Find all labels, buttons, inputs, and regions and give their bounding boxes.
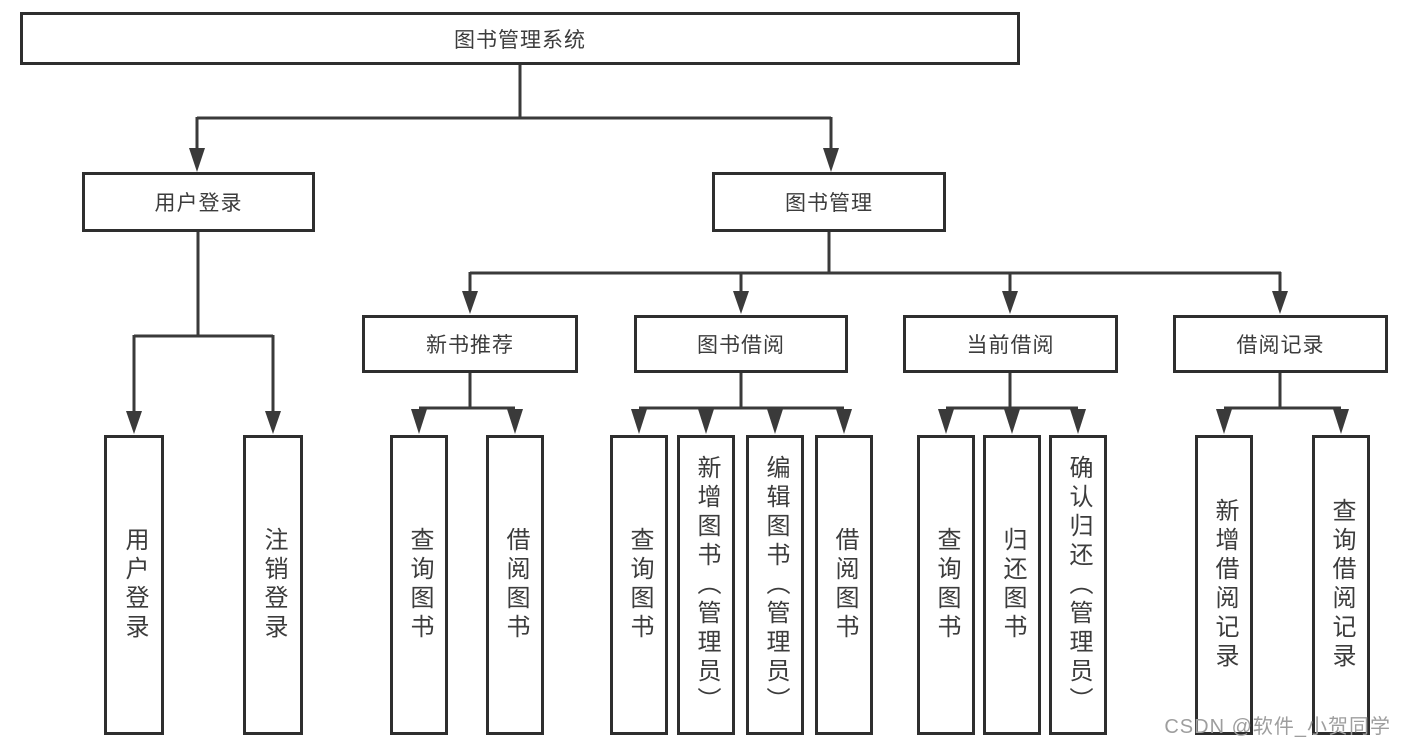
node-label: 当前借阅 xyxy=(966,334,1055,357)
connector-book-borrow-leaves xyxy=(631,373,852,434)
leaf-return-books: 归还图书 xyxy=(983,435,1041,735)
node-new-book-recommend: 新书推荐 xyxy=(362,315,578,373)
leaf-query-borrow-record: 查询借阅记录 xyxy=(1312,435,1370,735)
leaf-logout: 注销登录 xyxy=(243,435,303,735)
node-current-borrow: 当前借阅 xyxy=(903,315,1118,373)
leaf-borrow-books: 借阅图书 xyxy=(815,435,873,735)
leaf-confirm-return-admin: 确认归还（管理员） xyxy=(1049,435,1107,735)
node-label: 用户登录 xyxy=(121,527,148,643)
node-label: 查询图书 xyxy=(626,527,653,643)
leaf-borrow-books: 借阅图书 xyxy=(486,435,544,735)
leaf-add-books-admin: 新增图书（管理员） xyxy=(677,435,735,735)
leaf-query-books: 查询图书 xyxy=(390,435,448,735)
node-root-library-system: 图书管理系统 xyxy=(20,12,1020,65)
node-book-management: 图书管理 xyxy=(712,172,946,232)
leaf-user-login: 用户登录 xyxy=(104,435,164,735)
leaf-edit-books-admin: 编辑图书（管理员） xyxy=(746,435,804,735)
node-label: 注销登录 xyxy=(260,527,287,643)
leaf-add-borrow-record: 新增借阅记录 xyxy=(1195,435,1253,735)
connector-new-book-leaves xyxy=(411,373,523,434)
csdn-watermark: CSDN @软件_小贺同学 xyxy=(1164,716,1391,738)
node-label: 查询借阅记录 xyxy=(1328,498,1355,672)
connector-root-to-level2 xyxy=(189,65,839,172)
leaf-query-books: 查询图书 xyxy=(917,435,975,735)
node-book-borrow: 图书借阅 xyxy=(634,315,848,373)
node-label: 新增图书（管理员） xyxy=(693,454,720,716)
node-label: 查询图书 xyxy=(933,527,960,643)
node-borrow-record: 借阅记录 xyxy=(1173,315,1388,373)
connector-user-login-subtree xyxy=(126,232,281,434)
node-label: 编辑图书（管理员） xyxy=(762,454,789,716)
node-user-login: 用户登录 xyxy=(82,172,315,232)
connector-book-mgmt-to-level3 xyxy=(462,232,1288,314)
connector-borrow-record-leaves xyxy=(1216,373,1349,434)
node-label: 借阅图书 xyxy=(502,527,529,643)
node-label: 新书推荐 xyxy=(426,334,514,357)
node-label: 图书管理 xyxy=(785,192,873,215)
node-label: 归还图书 xyxy=(999,527,1026,643)
leaf-query-books: 查询图书 xyxy=(610,435,668,735)
connector-current-borrow-leaves xyxy=(938,373,1086,434)
node-label: 图书借阅 xyxy=(697,334,785,357)
node-label: 新增借阅记录 xyxy=(1211,498,1238,672)
node-label: 确认归还（管理员） xyxy=(1065,454,1092,716)
node-label: 用户登录 xyxy=(154,192,243,215)
node-label: 查询图书 xyxy=(406,527,433,643)
node-label: 借阅记录 xyxy=(1236,334,1325,357)
node-label: 图书管理系统 xyxy=(454,28,586,52)
node-label: 借阅图书 xyxy=(831,527,858,643)
